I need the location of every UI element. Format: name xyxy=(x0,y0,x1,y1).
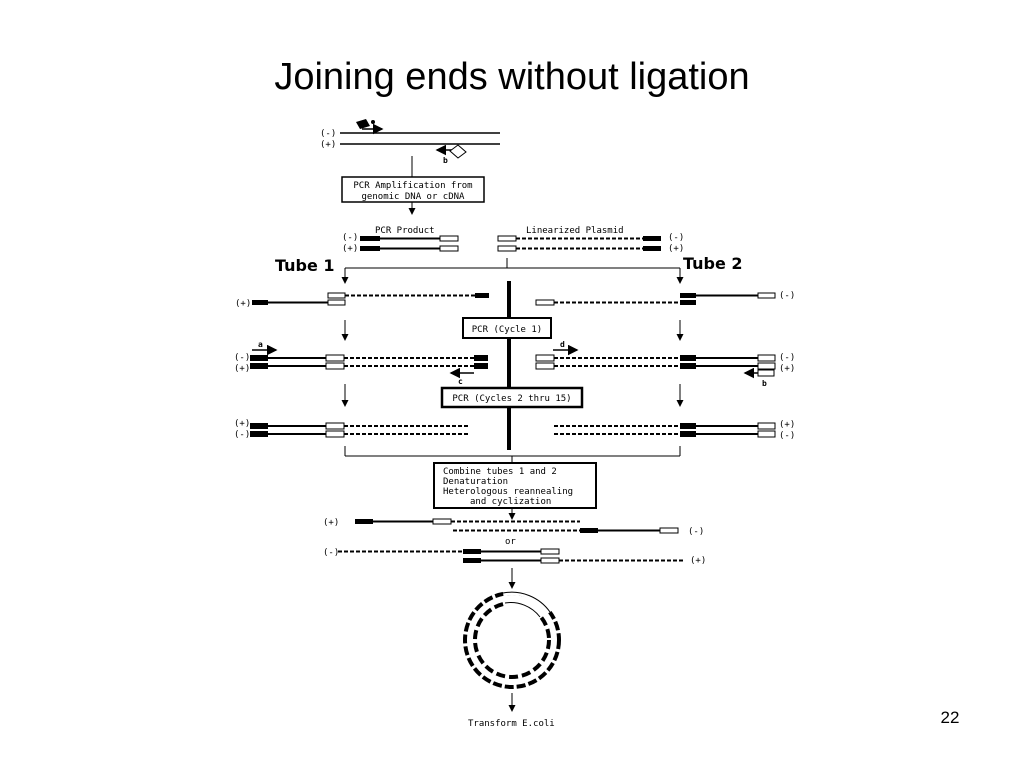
tube2-step1: (-) xyxy=(535,291,795,306)
primer-a-label: a xyxy=(258,340,263,349)
page-number: 22 xyxy=(940,708,960,727)
tube2-step3: (+) (-) xyxy=(554,420,795,441)
strand-label-minus: (-) xyxy=(688,527,704,537)
strand-label-minus: (-) xyxy=(320,129,336,139)
strand-label-plus: (+) xyxy=(320,140,336,150)
transform-label: Transform E.coli xyxy=(468,719,555,729)
tube1-step2: a (-) (+) c xyxy=(234,340,488,386)
pcr-amplification-line-2: genomic DNA or cDNA xyxy=(362,192,466,202)
combine-line-4: and cyclization xyxy=(470,497,551,507)
pcr-cycle1-box: PCR (Cycle 1) xyxy=(462,317,552,339)
pcr-cycles2-label: PCR (Cycles 2 thru 15) xyxy=(452,394,571,404)
strand-label-minus: (-) xyxy=(323,548,339,558)
pcr-amplification-box: PCR Amplification from genomic DNA or cD… xyxy=(341,176,485,203)
combine-box: Combine tubes 1 and 2 Denaturation Heter… xyxy=(433,462,597,509)
pcr-amplification-line-1: PCR Amplification from xyxy=(353,181,472,191)
tube1-step1: (+) xyxy=(235,292,489,309)
strand-label-minus: (-) xyxy=(342,233,358,243)
pcr-product-label: PCR Product xyxy=(375,226,435,236)
strand-label-plus: (+) xyxy=(234,419,250,429)
strand-label-plus: (+) xyxy=(323,518,339,528)
primer-b-label: b xyxy=(762,379,767,388)
or-label: or xyxy=(505,537,516,547)
slide-title: Joining ends without ligation xyxy=(274,56,750,98)
circular-plasmid xyxy=(463,589,561,689)
strand-label-plus: (+) xyxy=(234,364,250,374)
primer-c-label: c xyxy=(458,377,463,386)
strand-label-plus: (+) xyxy=(342,244,358,254)
primer-b-label: b xyxy=(443,156,448,165)
reannealed-option-2: (-) (+) xyxy=(323,548,706,566)
combine-line-2: Denaturation xyxy=(443,477,508,487)
template-dna: (-) (+) b xyxy=(320,119,500,165)
tube2-step2: d (-) (+) b xyxy=(535,340,795,388)
tube-2-label: Tube 2 xyxy=(683,254,743,273)
strand-label-minus: (-) xyxy=(779,353,795,363)
strand-label-plus: (+) xyxy=(668,244,684,254)
strand-label-plus: (+) xyxy=(235,299,251,309)
strand-label-minus: (-) xyxy=(234,430,250,440)
strand-label-minus: (-) xyxy=(234,353,250,363)
tube1-step3: (+) (-) xyxy=(234,419,470,440)
pcr-product: PCR Product (-) (+) xyxy=(342,226,459,254)
primer-b-icon xyxy=(449,144,467,159)
primer-d-label: d xyxy=(560,340,565,349)
strand-label-minus: (-) xyxy=(779,431,795,441)
reannealed-option-1: (+) (-) xyxy=(323,518,704,537)
linearized-plasmid-label: Linearized Plasmid xyxy=(526,226,624,236)
strand-label-plus: (+) xyxy=(690,556,706,566)
strand-label-minus: (-) xyxy=(668,233,684,243)
combine-line-3: Heterologous reannealing xyxy=(443,487,573,497)
strand-label-minus: (-) xyxy=(779,291,795,301)
strand-label-plus: (+) xyxy=(779,364,795,374)
pcr-cycles2-box: PCR (Cycles 2 thru 15) xyxy=(440,386,584,409)
primer-a-icon xyxy=(356,119,370,129)
pcr-cycle1-label: PCR (Cycle 1) xyxy=(472,325,542,335)
linearized-plasmid: Linearized Plasmid (-) (+) xyxy=(497,226,684,254)
tube-1-label: Tube 1 xyxy=(275,256,335,275)
combine-line-1: Combine tubes 1 and 2 xyxy=(443,467,557,477)
strand-label-plus: (+) xyxy=(779,420,795,430)
